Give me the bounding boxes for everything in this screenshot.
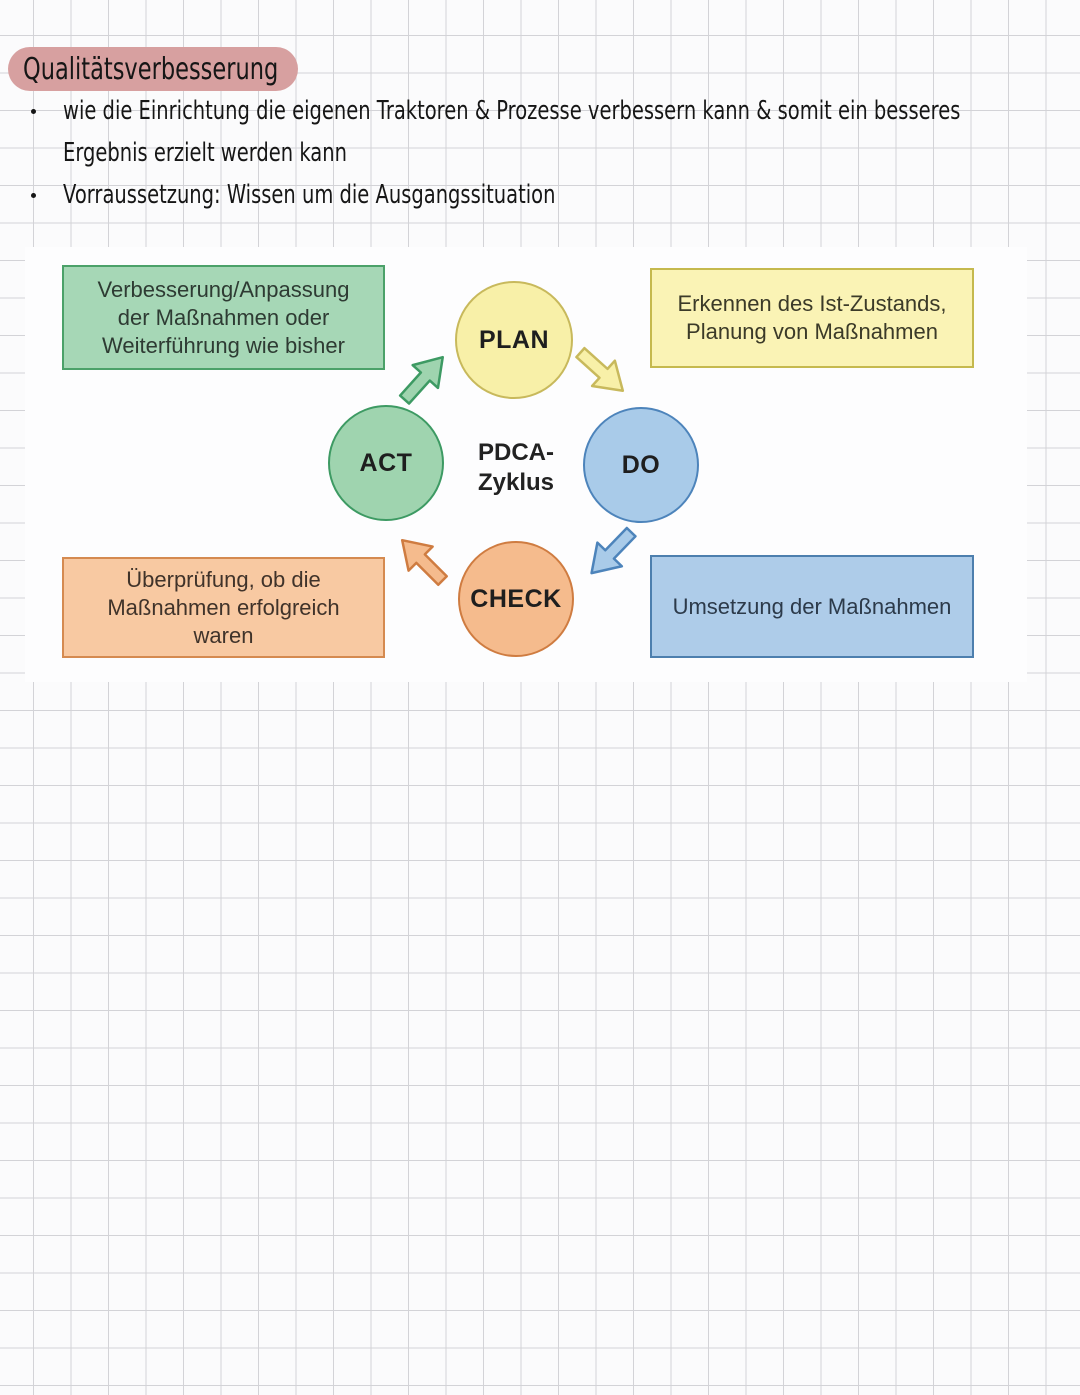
plan-description-box: Erkennen des Ist-Zustands, Planung von M… [650,268,974,368]
act-node: ACT [328,405,444,521]
check-description-line: Maßnahmen erfolgreich [107,594,340,620]
arrow-check-to-act-icon [400,538,448,586]
act-description-line: Verbesserung/Anpassung [97,276,350,302]
plan-node-label: PLAN [478,325,550,354]
do-node-label: DO [621,450,661,479]
check-node: CHECK [458,541,574,657]
act-description-line: Weiterführung wie bisher [102,332,345,358]
arrow-do-to-check-icon [590,526,637,575]
note-line: wie die Einrichtung die eigenen Traktore… [63,96,961,126]
do-description-box: Umsetzung der Maßnahmen [650,555,974,658]
act-node-label: ACT [359,448,413,477]
check-node-label: CHECK [470,584,562,613]
cycle-title: PDCA- Zyklus [455,438,577,498]
do-description-line: Umsetzung der Maßnahmen [672,593,952,619]
check-description-line: waren [193,622,254,648]
act-description-line: der Maßnahmen oder [117,304,330,330]
do-node: DO [583,407,699,523]
cycle-title-line: PDCA- [478,439,554,466]
note-line: Vorraussetzung: Wissen um die Ausgangssi… [63,180,556,210]
note-line: Ergebnis erzielt werden kann [63,138,347,168]
check-description-line: Überprüfung, ob die [126,566,321,592]
bullet-dot [31,109,36,114]
cycle-title-line: Zyklus [477,469,555,496]
arrow-plan-to-do-icon [575,346,625,392]
arrow-act-to-plan-icon [398,355,444,405]
title-highlight: Qualitätsverbesserung [8,47,298,91]
plan-node: PLAN [455,281,573,399]
check-description-box: Überprüfung, ob die Maßnahmen erfolgreic… [62,557,385,658]
bullet-dot [31,193,36,198]
plan-description-line: Planung von Maßnahmen [686,319,938,344]
plan-description-line: Erkennen des Ist-Zustands, [677,291,947,316]
pdca-diagram: Verbesserung/Anpassung der Maßnahmen ode… [25,247,1027,682]
act-description-box: Verbesserung/Anpassung der Maßnahmen ode… [62,265,385,370]
page-title: Qualitätsverbesserung [23,51,279,87]
